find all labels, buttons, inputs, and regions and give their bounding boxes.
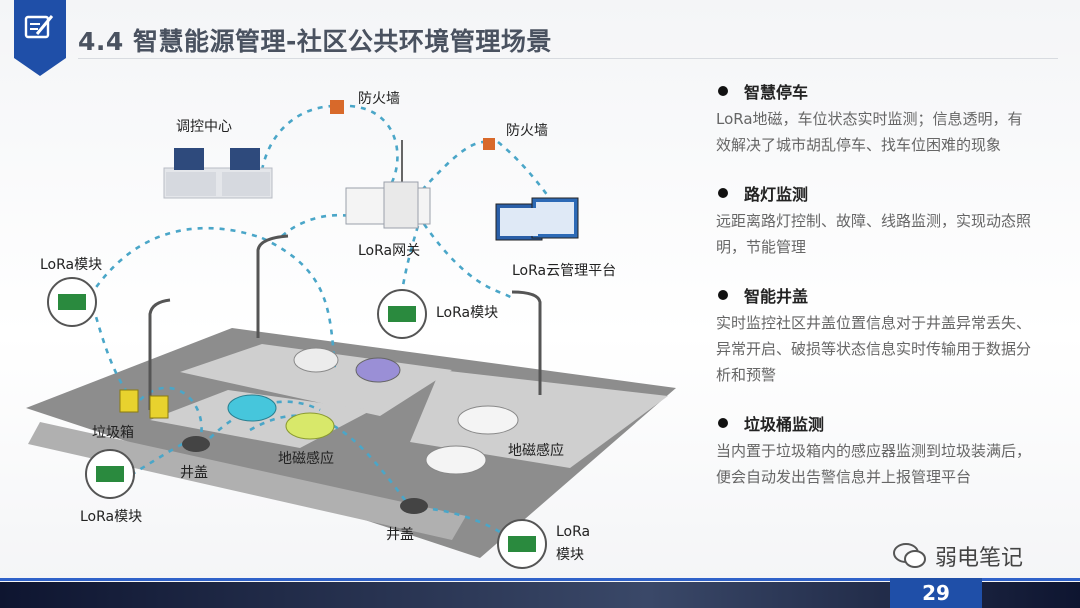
trash-bin-1 bbox=[119, 389, 139, 413]
sidewalk bbox=[28, 422, 466, 540]
firewall-2-device bbox=[483, 138, 495, 150]
label-lora-module-2: LoRa模块 bbox=[436, 305, 499, 321]
watermark: 弱电笔记 bbox=[893, 540, 1023, 572]
label-manhole-1: 井盖 bbox=[180, 465, 208, 481]
lora-module-boards bbox=[58, 294, 536, 552]
feature-item: 智能井盖 实时监控社区井盖位置信息对于井盖异常丢失、异常开启、破损等状态信息实时… bbox=[716, 282, 1036, 388]
label-control-center: 调控中心 bbox=[176, 119, 232, 135]
feature-title: 智能井盖 bbox=[744, 287, 809, 306]
lora-module-circles bbox=[47, 277, 547, 569]
feature-desc: LoRa地磁，车位状态实时监测；信息透明，有效解决了城市胡乱停车、找车位困难的现… bbox=[716, 110, 1023, 154]
label-cloud-platform: LoRa云管理平台 bbox=[512, 263, 617, 279]
feature-title: 智慧停车 bbox=[744, 83, 809, 102]
label-gateway: LoRa网关 bbox=[358, 243, 421, 259]
cloud-platform-monitors bbox=[495, 197, 579, 241]
feature-item: 垃圾桶监测 当内置于垃圾箱内的感应器监测到垃圾装满后，便会自动发出告警信息并上报… bbox=[716, 410, 1036, 490]
label-manhole-2: 井盖 bbox=[386, 527, 414, 543]
bullet-icon bbox=[718, 86, 728, 96]
lora-gateway-device bbox=[345, 140, 431, 229]
feature-title: 垃圾桶监测 bbox=[744, 415, 825, 434]
feature-list: 智慧停车 LoRa地磁，车位状态实时监测；信息透明，有效解决了城市胡乱停车、找车… bbox=[716, 78, 1036, 512]
edit-document-icon bbox=[24, 15, 54, 39]
page-number: 29 bbox=[890, 578, 982, 608]
label-geomagnetic-1: 地磁感应 bbox=[278, 451, 334, 467]
label-firewall-2: 防火墙 bbox=[506, 123, 548, 139]
control-center-computers bbox=[163, 148, 273, 199]
parking-lot-right bbox=[410, 370, 668, 468]
label-lora-module-1: LoRa模块 bbox=[40, 257, 103, 273]
label-trash-bin: 垃圾箱 bbox=[92, 425, 134, 441]
trash-bin-2 bbox=[149, 395, 169, 419]
watermark-text: 弱电笔记 bbox=[935, 546, 1024, 571]
bullet-icon bbox=[718, 290, 728, 300]
manhole-1 bbox=[182, 436, 210, 452]
page-title: 4.4 智慧能源管理-社区公共环境管理场景 bbox=[78, 27, 552, 56]
feature-desc: 当内置于垃圾箱内的感应器监测到垃圾装满后，便会自动发出告警信息并上报管理平台 bbox=[716, 442, 1032, 486]
wireless-links bbox=[88, 104, 550, 534]
feature-desc: 实时监控社区井盖位置信息对于井盖异常丢失、异常开启、破损等状态信息实时传输用于数… bbox=[716, 314, 1032, 384]
logo-badge bbox=[14, 0, 66, 76]
scene-illustration bbox=[26, 100, 676, 569]
wechat-icon bbox=[893, 543, 926, 568]
cars bbox=[227, 347, 519, 475]
label-lora-module-4a: LoRa bbox=[556, 524, 591, 540]
feature-desc: 远距离路灯控制、故障、线路监测，实现动态照明，节能管理 bbox=[716, 212, 1032, 256]
title-divider bbox=[78, 58, 1058, 59]
manhole-2 bbox=[400, 498, 428, 514]
label-lora-module-3: LoRa模块 bbox=[80, 509, 143, 525]
feature-title: 路灯监测 bbox=[744, 185, 809, 204]
label-firewall-1: 防火墙 bbox=[358, 91, 400, 107]
feature-item: 路灯监测 远距离路灯控制、故障、线路监测，实现动态照明，节能管理 bbox=[716, 180, 1036, 260]
footer-accent-line bbox=[0, 578, 1080, 581]
firewall-1-device bbox=[330, 100, 344, 114]
label-geomagnetic-2: 地磁感应 bbox=[508, 443, 564, 459]
street-lamps bbox=[148, 234, 542, 410]
bullet-icon bbox=[718, 188, 728, 198]
label-lora-module-4b: 模块 bbox=[556, 547, 584, 563]
bullet-icon bbox=[718, 418, 728, 428]
community-scene-diagram: 调控中心 防火墙 防火墙 LoRa网关 LoRa云管理平台 LoRa模块 LoR… bbox=[0, 70, 700, 590]
feature-item: 智慧停车 LoRa地磁，车位状态实时监测；信息透明，有效解决了城市胡乱停车、找车… bbox=[716, 78, 1036, 158]
